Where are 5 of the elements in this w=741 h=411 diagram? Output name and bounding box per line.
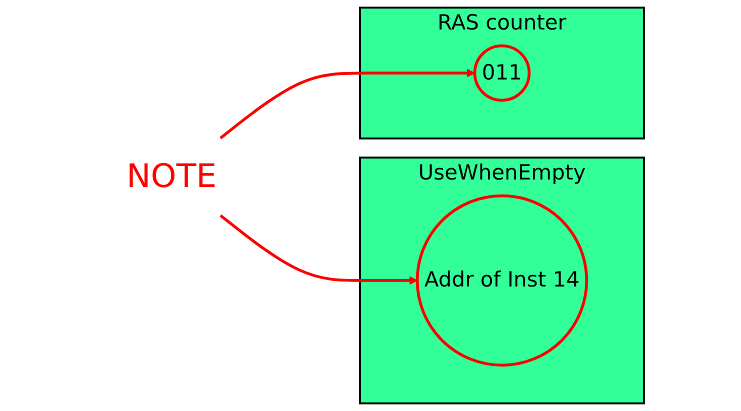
node-circle: Addr of Inst 14 xyxy=(415,194,588,367)
arrow xyxy=(219,68,475,140)
node-text: NOTE xyxy=(126,157,216,196)
arrow xyxy=(219,214,418,285)
node-circle: 011 xyxy=(472,44,530,102)
